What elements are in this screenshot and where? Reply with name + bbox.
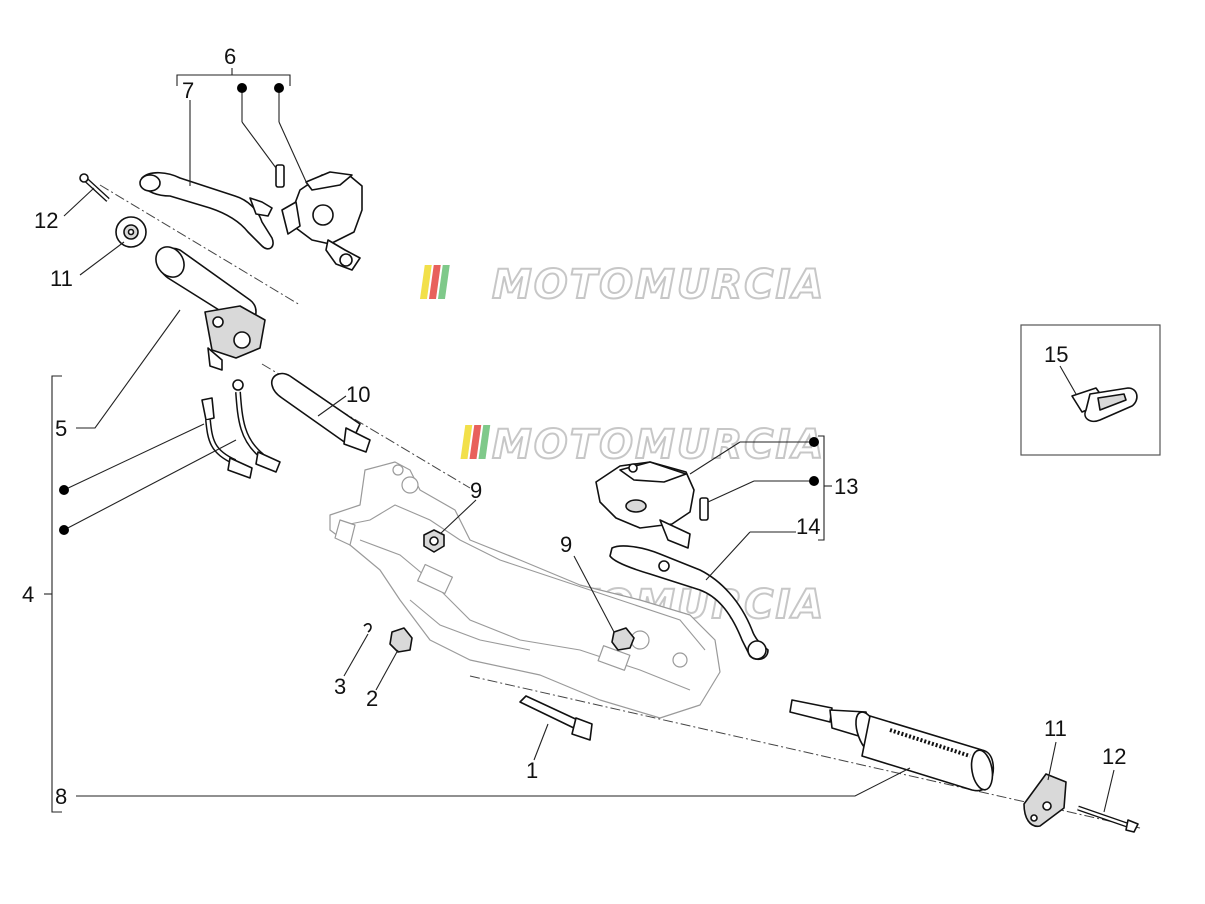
left-throttle-cables xyxy=(201,379,281,479)
callout-9-left: 9 xyxy=(470,478,482,503)
callout-12-right: 12 xyxy=(1102,744,1126,769)
handlebar-body xyxy=(329,461,721,719)
callout-8: 8 xyxy=(55,784,67,809)
handlebar-bolt xyxy=(519,695,593,741)
callout-10: 10 xyxy=(346,382,370,407)
inset-box-part-15 xyxy=(1020,324,1161,456)
right-grip-end-weight xyxy=(1023,773,1067,828)
bullet-dots xyxy=(59,83,819,535)
left-brake-lever xyxy=(139,171,274,250)
right-brake-lever xyxy=(609,545,769,661)
callout-13: 13 xyxy=(834,474,858,499)
callout-12-left: 12 xyxy=(34,208,58,233)
left-grip-end-weight xyxy=(115,216,147,248)
left-master-cylinder xyxy=(275,164,363,271)
callout-9-right: 9 xyxy=(560,532,572,557)
clip xyxy=(363,623,372,633)
callout-2: 2 xyxy=(366,686,378,711)
watermark-top: MOTOMURCIA xyxy=(419,261,825,309)
left-throttle-grip xyxy=(155,246,266,371)
callout-6: 6 xyxy=(224,44,236,69)
callout-11-left: 11 xyxy=(50,266,73,291)
callout-14: 14 xyxy=(796,514,820,539)
center-nut xyxy=(423,529,445,553)
callout-4: 4 xyxy=(22,582,34,607)
watermark-text: MOTOMURCIA xyxy=(492,422,825,468)
watermark-middle: MOTOMURCIA xyxy=(460,421,825,469)
callout-1: 1 xyxy=(526,758,538,783)
watermark-text: MOTOMURCIA xyxy=(492,262,825,308)
axis-line-left-top xyxy=(99,184,301,306)
right-end-weight-bolt xyxy=(1077,805,1139,833)
left-lever-bolt xyxy=(79,173,110,202)
leader-lines xyxy=(44,68,1115,813)
right-clamp-nut xyxy=(611,627,635,651)
callout-5: 5 xyxy=(55,416,67,441)
callout-11-right: 11 xyxy=(1044,716,1067,741)
callout-numbers: 6 7 12 11 5 4 8 10 9 9 3 2 1 13 14 11 12… xyxy=(22,44,1126,809)
right-master-cylinder xyxy=(595,461,709,549)
handlebar-stub-tube xyxy=(270,372,371,453)
callout-3: 3 xyxy=(334,674,346,699)
callout-15: 15 xyxy=(1044,342,1068,367)
callout-7: 7 xyxy=(182,78,194,103)
small-block xyxy=(389,627,413,653)
right-grip xyxy=(789,699,995,792)
